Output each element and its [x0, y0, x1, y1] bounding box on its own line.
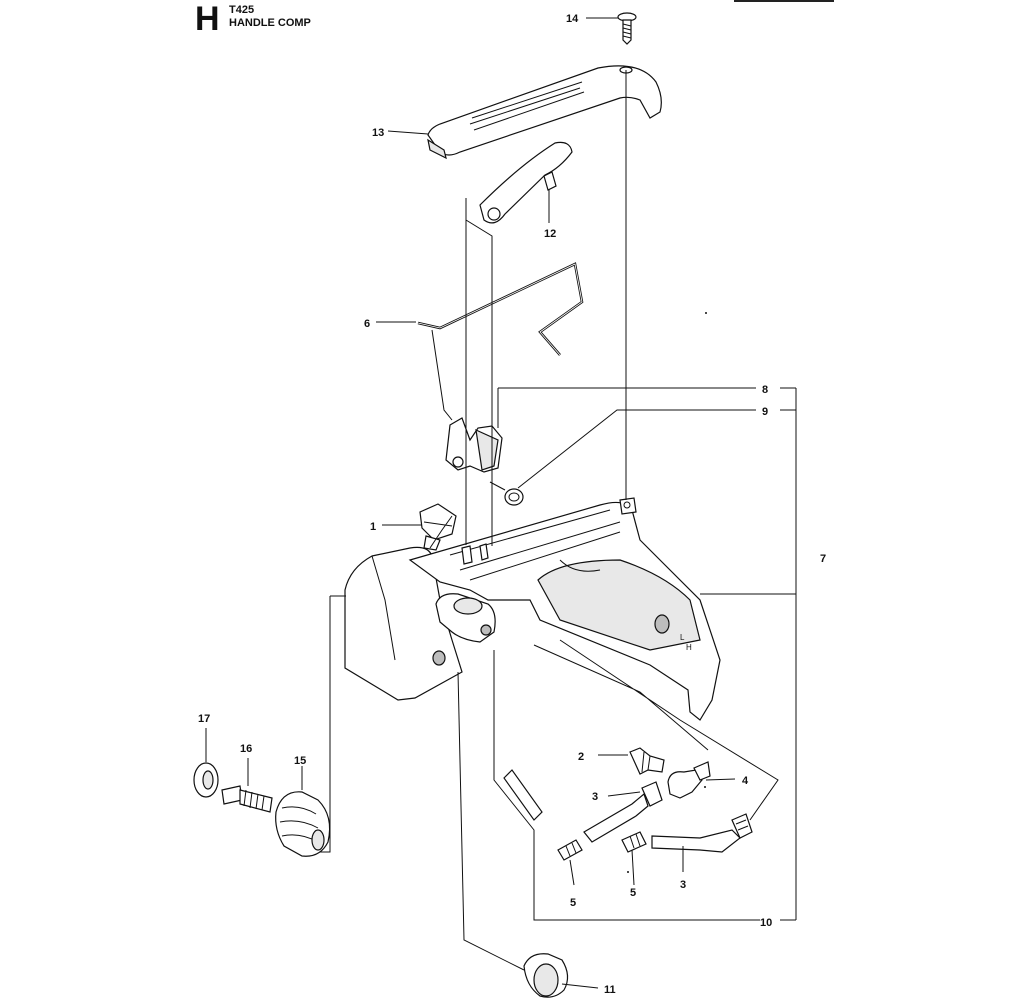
part-throttle-rod-6: [417, 262, 584, 356]
callout-10: 10: [760, 917, 772, 929]
part-nipple-5a: [557, 839, 583, 861]
part-nipple-5b: [621, 831, 647, 853]
part-screw-14: [617, 12, 637, 45]
callout-16: 16: [240, 743, 252, 755]
callout-12: 12: [544, 228, 556, 240]
callout-4: 4: [742, 775, 749, 787]
callout-17: 17: [198, 713, 210, 725]
callout-9: 9: [762, 406, 768, 418]
section-title: HANDLE COMP: [229, 17, 311, 29]
stray-dot: [705, 312, 707, 314]
leader-lines: [205, 17, 797, 989]
callout-15: 15: [294, 755, 306, 767]
callout-14: 14: [566, 13, 579, 25]
callout-8: 8: [762, 384, 768, 396]
callout-1: 1: [370, 521, 376, 533]
part-bolt-16: [221, 785, 273, 813]
callout-3-upper: 3: [592, 791, 598, 803]
part-damper-15: [275, 791, 331, 857]
part-cap-11: [523, 953, 569, 998]
section-letter: H: [195, 0, 220, 38]
callout-6: 6: [364, 318, 370, 330]
stray-dot: [704, 786, 706, 788]
part-washer-17: [193, 762, 219, 798]
callout-7: 7: [820, 553, 826, 565]
part-fitting-2: [629, 747, 665, 775]
svg-text:H: H: [686, 643, 692, 652]
part-hose-3b: [651, 813, 753, 853]
svg-text:L: L: [680, 633, 685, 642]
callout-11: 11: [604, 984, 616, 996]
callout-2: 2: [578, 751, 584, 763]
top-rule: [734, 0, 834, 2]
part-connector-1: [419, 503, 457, 551]
model-number: T425: [229, 4, 255, 16]
callout-5-right: 5: [630, 887, 636, 899]
callout-13: 13: [372, 127, 384, 139]
part-trigger-12: [479, 141, 573, 224]
callout-5-left: 5: [570, 897, 576, 909]
part-lockout-lever-8: [445, 417, 503, 473]
part-hose-3a: [583, 781, 663, 843]
callout-3-lower: 3: [680, 879, 686, 891]
part-elbow-4: [667, 761, 711, 799]
part-spring-9: [489, 481, 524, 506]
part-handle-cover-13: [427, 65, 662, 160]
part-handle-body-7: L H: [344, 497, 721, 721]
part-pin-10: [503, 769, 543, 821]
stray-dot: [627, 871, 629, 873]
